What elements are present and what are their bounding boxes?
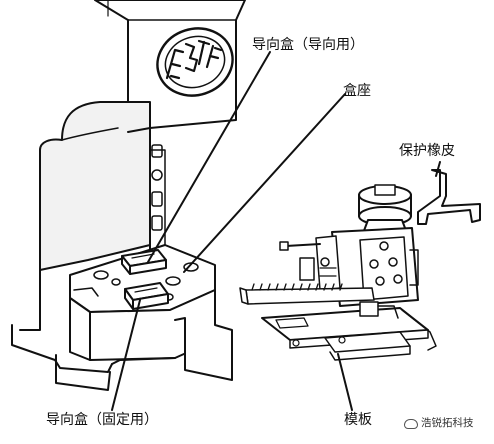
press-column <box>11 101 151 373</box>
label-protective-rubber: 保护橡皮 <box>399 143 455 159</box>
label-template: 模板 <box>344 412 372 428</box>
leader-guide-box-fixed <box>111 299 141 411</box>
column-tool-holes <box>149 144 166 246</box>
leader-template <box>337 353 353 411</box>
leader-lines <box>111 51 441 411</box>
applicator-assembly <box>239 184 437 361</box>
leader-box-seat <box>183 93 346 273</box>
press-base <box>55 244 233 391</box>
leader-guide-box-guiding <box>147 51 271 263</box>
watermark-text: 浩锐拓科技 <box>421 417 474 429</box>
label-guide-box-fixed: 导向盒（固定用） <box>46 412 158 428</box>
brand-logo-icon <box>156 27 234 97</box>
label-guide-box-guiding: 导向盒（导向用） <box>252 37 364 53</box>
label-box-seat: 盒座 <box>343 83 371 99</box>
protective-rubber-bracket <box>417 169 481 225</box>
guide-box-fixed <box>124 282 169 310</box>
watermark-chat-icon <box>404 419 418 429</box>
guide-box-guiding <box>121 249 167 275</box>
leader-protective-rubber <box>435 161 441 177</box>
